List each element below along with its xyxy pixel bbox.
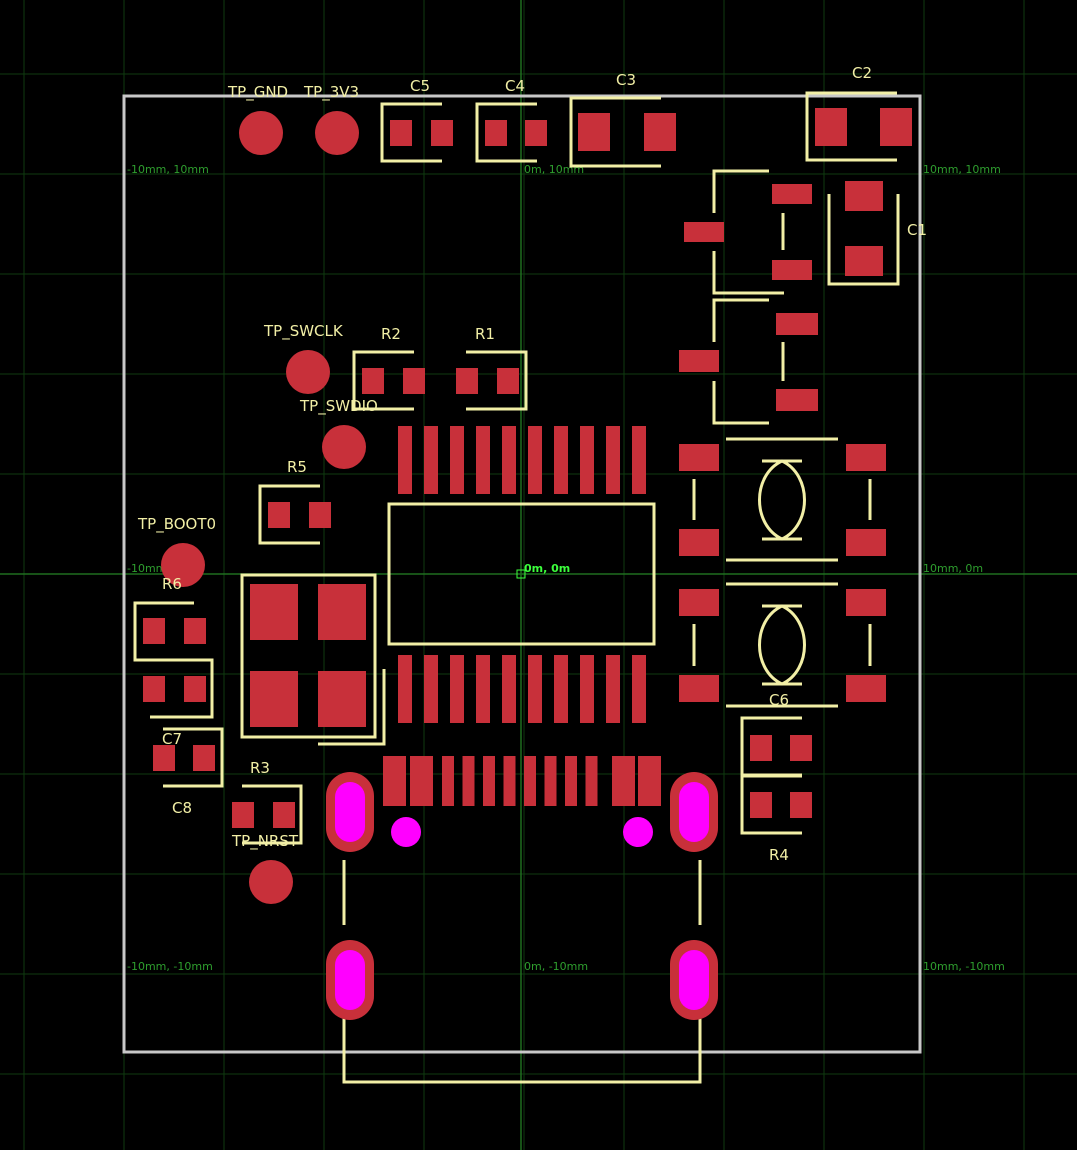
svg-text:C5: C5 bbox=[410, 77, 430, 95]
coord-label-bottom-right: 10mm, -10mm bbox=[923, 960, 1005, 973]
coord-label-bottom-center: 0m, -10mm bbox=[524, 960, 588, 973]
test-point-gnd[interactable]: TP_GND bbox=[227, 83, 288, 155]
mcu-pin bbox=[606, 655, 620, 723]
mcu-pin bbox=[580, 655, 594, 723]
mcu-pin bbox=[502, 655, 516, 723]
mcu-pin bbox=[398, 655, 412, 723]
capacitor-c6[interactable]: C6 bbox=[740, 691, 812, 777]
button-upper[interactable] bbox=[679, 437, 886, 562]
svg-text:TP_SWDIO: TP_SWDIO bbox=[299, 397, 378, 416]
usb-shield-hole bbox=[679, 950, 709, 1010]
usb-pin bbox=[442, 756, 454, 806]
coord-label-mid-left: -10mm bbox=[127, 562, 166, 575]
capacitor-c7[interactable]: C7 bbox=[153, 727, 224, 788]
resistor-r2[interactable]: R2 bbox=[352, 325, 425, 411]
test-point-3v3[interactable]: TP_3V3 bbox=[303, 83, 359, 155]
svg-text:R3: R3 bbox=[250, 759, 270, 777]
svg-text:TP_NRST: TP_NRST bbox=[231, 832, 299, 851]
test-point-nrst[interactable]: TP_NRST bbox=[231, 832, 299, 904]
svg-text:C3: C3 bbox=[616, 71, 636, 89]
test-point-swdio[interactable]: TP_SWDIO bbox=[299, 397, 378, 469]
svg-text:TP_SWCLK: TP_SWCLK bbox=[263, 322, 344, 341]
label-c8: C8 bbox=[172, 799, 192, 817]
resistor-r4[interactable]: R4 bbox=[740, 774, 812, 864]
svg-text:R5: R5 bbox=[287, 458, 307, 476]
mcu-pin bbox=[528, 426, 542, 494]
mcu-pin bbox=[450, 426, 464, 494]
svg-text:C4: C4 bbox=[505, 77, 525, 95]
board-outline bbox=[122, 94, 922, 1054]
usb-pin bbox=[638, 756, 661, 806]
svg-text:TP_GND: TP_GND bbox=[227, 83, 288, 102]
svg-text:C1: C1 bbox=[907, 221, 927, 239]
svg-text:R4: R4 bbox=[769, 846, 789, 864]
resistor-r3[interactable]: R3 bbox=[232, 759, 303, 845]
svg-text:C6: C6 bbox=[769, 691, 789, 709]
svg-text:TP_BOOT0: TP_BOOT0 bbox=[137, 515, 216, 534]
usb-pin bbox=[612, 756, 635, 806]
svg-text:C2: C2 bbox=[852, 64, 872, 82]
mcu-tssop[interactable] bbox=[387, 426, 656, 723]
test-point-swclk[interactable]: TP_SWCLK bbox=[263, 322, 344, 394]
usb-locating-hole bbox=[623, 817, 653, 847]
usb-pin bbox=[410, 756, 433, 806]
usb-pin bbox=[544, 756, 557, 806]
svg-text:TP_3V3: TP_3V3 bbox=[303, 83, 359, 102]
mcu-pin bbox=[398, 426, 412, 494]
mcu-pin bbox=[424, 655, 438, 723]
coord-label-bottom-left: -10mm, -10mm bbox=[127, 960, 213, 973]
coord-label-top-right: 10mm, 10mm bbox=[923, 163, 1001, 176]
regulator-upper[interactable] bbox=[684, 169, 812, 295]
mcu-pin bbox=[606, 426, 620, 494]
mcu-pin bbox=[528, 655, 542, 723]
svg-text:R1: R1 bbox=[475, 325, 495, 343]
origin-marker bbox=[516, 569, 526, 579]
mcu-pin bbox=[502, 426, 516, 494]
mcu-pin bbox=[450, 655, 464, 723]
usb-connector[interactable] bbox=[326, 756, 718, 1084]
mcu-pin bbox=[554, 426, 568, 494]
svg-text:R6: R6 bbox=[162, 575, 182, 593]
capacitor-c4[interactable]: C4 bbox=[475, 77, 547, 163]
test-point-boot0[interactable]: TP_BOOT0 bbox=[137, 515, 216, 587]
resistor-r6[interactable]: R6 bbox=[133, 575, 214, 719]
usb-pin bbox=[565, 756, 577, 806]
usb-pin bbox=[383, 756, 406, 806]
coord-label-top-center: 0m, 10mm bbox=[524, 163, 584, 176]
coord-label-top-left: -10mm, 10mm bbox=[127, 163, 209, 176]
usb-locating-hole bbox=[391, 817, 421, 847]
mcu-pin bbox=[476, 655, 490, 723]
mcu-pin bbox=[554, 655, 568, 723]
mcu-pin bbox=[632, 655, 646, 723]
coord-label-origin: 0m, 0m bbox=[524, 562, 570, 575]
mcu-pin bbox=[424, 426, 438, 494]
capacitor-c2[interactable]: C2 bbox=[805, 64, 912, 162]
usb-pin bbox=[524, 756, 536, 806]
capacitor-c5[interactable]: C5 bbox=[380, 77, 453, 163]
svg-text:R2: R2 bbox=[381, 325, 401, 343]
coord-label-mid-right: 10mm, 0m bbox=[923, 562, 983, 575]
usb-pin bbox=[585, 756, 598, 806]
svg-text:C7: C7 bbox=[162, 730, 182, 748]
mcu-pin bbox=[580, 426, 594, 494]
usb-pin bbox=[503, 756, 516, 806]
crystal-4pad[interactable] bbox=[240, 573, 386, 746]
resistor-r1[interactable]: R1 bbox=[456, 325, 528, 411]
mcu-pin bbox=[476, 426, 490, 494]
usb-pin bbox=[462, 756, 475, 806]
usb-shield-hole bbox=[335, 782, 365, 842]
capacitor-c1[interactable]: C1 bbox=[827, 181, 927, 286]
button-lower[interactable] bbox=[679, 582, 886, 708]
resistor-r5[interactable]: R5 bbox=[258, 458, 331, 545]
regulator-lower[interactable] bbox=[679, 298, 818, 425]
mcu-pin bbox=[632, 426, 646, 494]
capacitor-c3[interactable]: C3 bbox=[569, 71, 676, 168]
usb-pin bbox=[483, 756, 495, 806]
usb-shield-hole bbox=[679, 782, 709, 842]
usb-shield-hole bbox=[335, 950, 365, 1010]
